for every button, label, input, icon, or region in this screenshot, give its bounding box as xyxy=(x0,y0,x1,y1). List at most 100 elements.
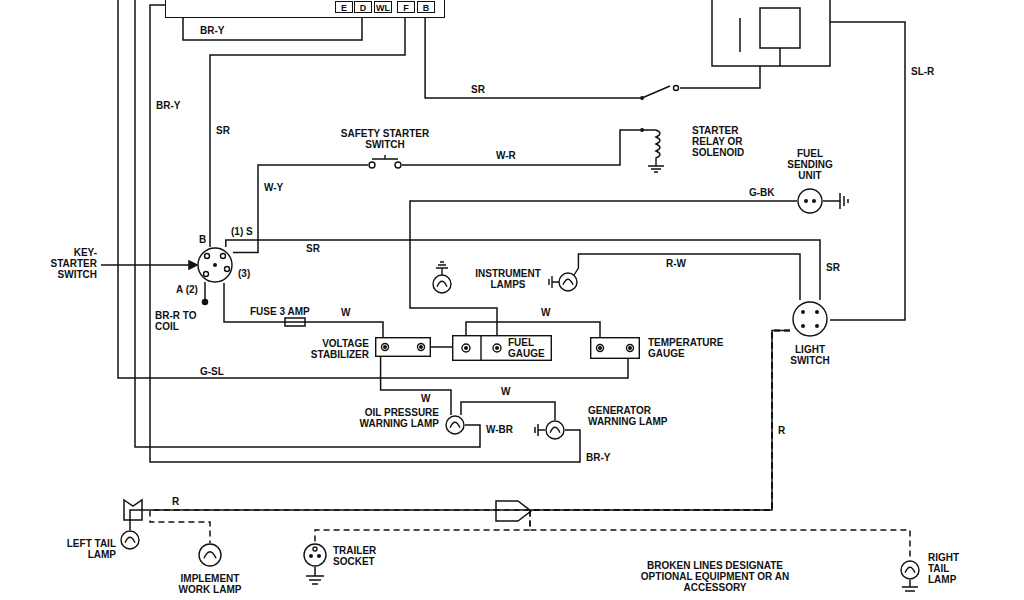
wire-color: SR xyxy=(826,262,840,273)
wire-color: SR xyxy=(215,125,231,136)
symbol-circle xyxy=(901,561,919,579)
terminal-label: E xyxy=(335,1,353,13)
component-label: FUEL GAUGE xyxy=(508,337,548,359)
temperature-gauge: TEMPERATURE GAUGE xyxy=(590,337,640,359)
wire xyxy=(150,5,580,462)
wire xyxy=(118,0,628,378)
instrument-lamps: INSTRUMENT LAMPS xyxy=(428,262,588,296)
generator-housing xyxy=(712,0,830,66)
wire xyxy=(461,402,555,420)
terminal-label: WL xyxy=(374,1,392,13)
ground-symbol xyxy=(306,567,324,584)
terminal-dot xyxy=(801,324,805,328)
wire-color: R xyxy=(172,496,179,507)
temperature-gauge-symbol xyxy=(590,337,640,359)
terminal-label: B xyxy=(199,234,206,245)
generator-field xyxy=(760,8,800,48)
fuse-label: FUSE 3 AMP xyxy=(250,306,310,317)
starter-relay-symbol xyxy=(640,80,680,170)
wire-color: R xyxy=(777,425,786,436)
symbol-circle xyxy=(462,344,470,352)
symbol-circle xyxy=(369,162,375,168)
wire-color: W-Y xyxy=(263,182,284,193)
symbol-circle xyxy=(798,189,822,213)
terminal-dot xyxy=(801,310,805,314)
component-label: STARTER RELAY OR SOLENOID xyxy=(692,125,752,158)
trailer-socket: TRAILER SOCKET xyxy=(303,543,327,567)
symbol-line xyxy=(648,166,664,172)
wire-color: BR-Y xyxy=(586,452,610,463)
wire xyxy=(830,22,905,320)
symbol-line xyxy=(642,86,670,98)
terminal-dot xyxy=(815,324,819,328)
symbol-circle xyxy=(395,162,401,168)
symbol-line xyxy=(372,155,398,159)
key-switch: KEY- STARTER SWITCH xyxy=(197,247,233,283)
optional-wire xyxy=(530,330,910,560)
symbol-circle xyxy=(446,416,464,434)
work-lamp-symbol xyxy=(198,543,222,567)
component-label: TRAILER SOCKET xyxy=(333,545,383,567)
wire xyxy=(224,283,383,337)
symbol-outline xyxy=(376,338,431,357)
component-label: TEMPERATURE GAUGE xyxy=(648,337,728,359)
wire-color: W-BR xyxy=(486,424,513,435)
symbol-line xyxy=(549,276,559,288)
symbol-circle xyxy=(225,267,230,272)
terminal-label: (1) S xyxy=(231,226,253,237)
component-label: VOLTAGE STABILIZER xyxy=(295,338,369,360)
symbol-circle xyxy=(597,345,604,352)
wire-color: W xyxy=(420,393,431,404)
wire xyxy=(425,18,640,98)
wire xyxy=(204,282,206,300)
terminal-dot xyxy=(383,345,387,349)
wire-end-dot xyxy=(203,300,208,305)
leader-arrowhead xyxy=(189,261,197,269)
component-label: GENERATOR WARNING LAMP xyxy=(588,405,678,427)
symbol-circle xyxy=(546,421,564,439)
symbol-circle xyxy=(382,344,389,351)
terminal-dot xyxy=(495,346,499,350)
wire xyxy=(226,240,820,300)
wire-color: R-W xyxy=(665,258,687,269)
symbol-line xyxy=(125,537,135,542)
component-label: SAFETY STARTER SWITCH xyxy=(335,128,435,150)
wire-color: W xyxy=(340,307,351,318)
symbol-circle xyxy=(793,302,827,336)
wire-color: W xyxy=(500,386,511,397)
wire-color: W xyxy=(540,307,551,318)
symbol-line xyxy=(905,567,915,572)
wire xyxy=(402,130,640,165)
symbol-circle xyxy=(559,273,577,291)
warning-lamp: OIL PRESSURE WARNING LAMP xyxy=(445,415,465,435)
symbol-line xyxy=(450,422,460,427)
terminal-label: D xyxy=(354,1,372,13)
wire xyxy=(578,254,800,300)
voltage-stabilizer: VOLTAGE STABILIZER xyxy=(375,337,431,357)
wire-color: SR xyxy=(470,84,486,95)
wire xyxy=(410,201,797,335)
warning-lamp-symbol xyxy=(545,420,565,440)
wire xyxy=(135,0,480,447)
terminal-dot xyxy=(598,346,602,350)
optional-wire xyxy=(315,330,790,543)
symbol-line xyxy=(563,279,573,284)
warning-lamp: GENERATOR WARNING LAMP xyxy=(545,420,565,440)
component-label: OIL PRESSURE WARNING LAMP xyxy=(355,407,439,429)
diagram-note: BROKEN LINES DESIGNATE OPTIONAL EQUIPMEN… xyxy=(640,560,790,593)
symbol-line xyxy=(436,262,448,275)
symbol-circle xyxy=(121,531,139,549)
terminal-dot xyxy=(419,345,423,349)
terminal-dot xyxy=(213,263,217,267)
component-label: IMPLEMENT WORK LAMP xyxy=(175,573,245,595)
terminal-dot xyxy=(628,346,632,350)
plug-connector xyxy=(496,501,531,521)
wire-color: SL-R xyxy=(911,66,934,77)
tail-lamp-symbol xyxy=(900,560,920,580)
symbol-circle xyxy=(204,272,209,277)
symbol-circle xyxy=(627,345,634,352)
optional-wire xyxy=(150,330,790,543)
warning-lamp-symbol xyxy=(445,415,465,435)
